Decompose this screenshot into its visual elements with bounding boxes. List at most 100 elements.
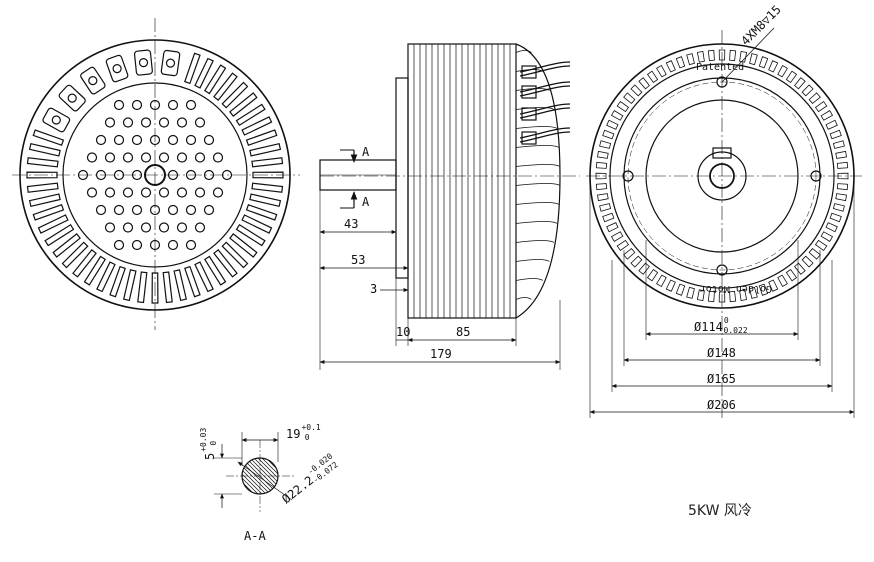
fin-tooth [832,203,845,212]
section-marker-top: A [362,145,370,159]
bolt-hole-left [622,170,634,182]
fin-slot [44,223,75,247]
section-a-a [214,432,294,512]
fin-tooth [808,248,821,260]
vent-hole [104,187,116,198]
caption: 5KW 风冷 [688,503,752,519]
fin-tooth [729,290,737,303]
cable-gland [521,65,537,79]
fin-tooth [836,183,849,191]
fin-slot [26,171,58,179]
fin-tooth [820,231,834,242]
fin-tooth [814,100,828,113]
fin-tooth [835,193,847,202]
fin-tooth [777,274,788,288]
fin-tooth [832,140,845,149]
vent-hole [122,222,134,233]
hub-outer [697,151,747,201]
side-fins [413,44,511,318]
fin-slot [221,241,249,269]
hatch-line [243,483,253,493]
fin-tooth [707,49,715,62]
vent-hole [203,204,215,216]
cable [519,85,571,97]
vent-hole [140,222,152,233]
fin-tooth [758,283,769,296]
dim-114: Ø1140-0.022 [694,316,748,335]
fin-tooth [630,255,643,268]
vent-hole [212,152,224,163]
fin-tooth [599,140,612,149]
vent-hole [194,117,206,128]
vent-hole [86,187,98,198]
fin-slot [235,103,266,127]
fin-tooth [606,222,619,233]
fin-tooth [646,70,659,84]
dia-22-leader [237,461,293,501]
vent-hole [149,239,161,251]
fin-tooth [646,268,659,282]
patented-label: Patented [696,62,744,73]
cable [519,127,571,139]
cable [519,65,571,77]
fin-tooth [718,49,726,61]
fin-tooth [623,92,636,104]
fin-tooth [825,119,838,130]
fin-slot [109,265,126,298]
fin-tooth [808,92,821,104]
left-shaft-hub [144,164,166,186]
vent-hole [149,134,161,146]
fin-slot [203,255,227,286]
fin-tooth [768,279,779,292]
fin-tooth [665,279,676,292]
vent-hole [113,99,125,111]
coil-slot [105,54,129,83]
vent-hole [140,187,152,198]
fin-tooth [696,289,705,301]
fin-slot [37,214,69,234]
fin-tooth [749,286,758,299]
vent-hole [194,187,206,198]
fin-tooth [686,53,695,66]
vent-hole [167,204,179,216]
left-vent-holes [77,99,233,251]
bolt-hole-right [810,170,822,182]
fin-tooth [794,77,806,90]
fin-slot [229,92,258,117]
fin-tooth [825,222,838,233]
cap-contour [515,221,558,224]
fin-tooth [768,60,779,73]
hatch-line [261,457,279,475]
fin-tooth [597,150,609,159]
dim-10: 10 [396,325,410,339]
fin-slot [32,129,65,146]
fin-slot [221,81,249,109]
cable-gland [521,107,537,121]
fin-slot [151,272,159,304]
vent-hole [185,134,197,146]
cable [519,131,571,143]
cable [519,103,571,115]
cable [519,107,571,119]
fin-slot [235,223,266,247]
left-outer-circle [19,39,291,311]
fin-tooth [836,161,849,169]
fin-slot [26,157,59,168]
fin-slot [251,157,284,168]
hatch-line [257,457,279,479]
cap-contour [515,240,555,243]
fin-tooth [785,268,798,282]
fin-tooth [656,274,667,288]
vent-hole [149,99,161,111]
fin-tooth [820,110,834,121]
section-marker-bottom: A [362,195,370,209]
cap-contour [515,278,544,281]
dim-165: Ø165 [707,372,736,386]
pilot-114 [645,99,799,253]
fin-tooth [707,290,715,303]
fin-tooth [835,150,847,159]
vent-hole [86,152,98,163]
cable [519,61,571,73]
